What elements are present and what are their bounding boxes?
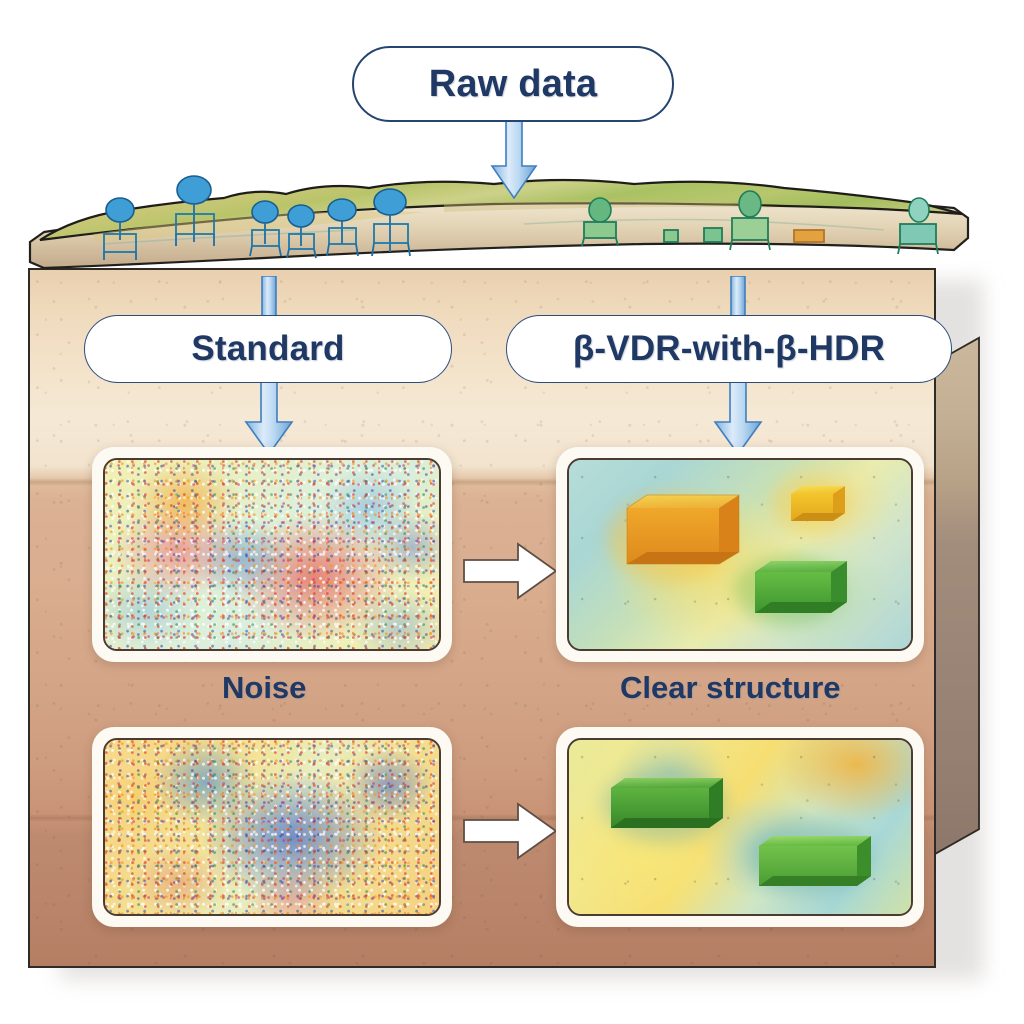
noise-grain-bottom bbox=[105, 740, 439, 914]
method-label: β-VDR-with-β-HDR bbox=[572, 329, 886, 368]
orange-body bbox=[626, 494, 740, 565]
green-body-upper-left bbox=[611, 778, 723, 828]
seismic-survey-terrain bbox=[28, 175, 970, 270]
green-body bbox=[755, 561, 847, 613]
standard-result-top-image bbox=[103, 458, 441, 651]
survey-to-standard-arrow bbox=[244, 382, 294, 456]
sensor-rig-green-4 bbox=[663, 227, 825, 243]
transform-arrow-bottom bbox=[463, 802, 558, 860]
strata-boundary-lower bbox=[30, 814, 934, 822]
method-top-bodies bbox=[607, 477, 851, 624]
standard-result-top-panel[interactable] bbox=[92, 447, 452, 662]
survey-to-standard-connector bbox=[261, 276, 277, 324]
sensor-group-blue bbox=[103, 175, 411, 260]
method-result-top-image bbox=[567, 458, 913, 651]
sensor-rig-blue-4 bbox=[286, 204, 317, 259]
standard-pill[interactable]: Standard bbox=[84, 315, 452, 383]
clear-structure-caption: Clear structure bbox=[620, 670, 841, 705]
strata-boundary-upper bbox=[30, 478, 934, 486]
transform-arrow-top bbox=[463, 542, 558, 600]
sensor-rig-blue-2 bbox=[175, 175, 215, 246]
green-body-lower-right bbox=[759, 836, 871, 886]
sensor-rig-blue-1 bbox=[103, 197, 137, 260]
survey-to-method-arrow bbox=[713, 382, 763, 456]
sensor-rig-green-1 bbox=[581, 197, 619, 247]
method-result-bottom-image bbox=[567, 738, 913, 916]
method-result-top-panel[interactable] bbox=[556, 447, 924, 662]
terrain-survey-line-2 bbox=[103, 229, 355, 245]
yellow-body bbox=[791, 486, 845, 521]
sensor-rig-blue-3 bbox=[249, 200, 282, 257]
terrain-grass-surface bbox=[39, 178, 963, 242]
sensor-rig-blue-6 bbox=[371, 188, 411, 257]
noise-grain-top bbox=[105, 460, 439, 649]
terrain-survey-line bbox=[523, 218, 885, 231]
sensor-rig-green-3 bbox=[897, 197, 939, 255]
method-pill[interactable]: β-VDR-with-β-HDR bbox=[506, 315, 952, 383]
sensor-rig-green-2 bbox=[729, 190, 771, 251]
method-bottom-bodies bbox=[603, 766, 871, 896]
sensor-rig-blue-5 bbox=[326, 198, 359, 257]
terrain-patch-2 bbox=[444, 199, 784, 212]
standard-result-bottom-image bbox=[103, 738, 441, 916]
method-result-bottom-panel[interactable] bbox=[556, 727, 924, 927]
raw-to-survey-arrow bbox=[490, 118, 538, 200]
survey-to-method-connector bbox=[730, 276, 746, 324]
raw-data-label: Raw data bbox=[428, 62, 598, 105]
standard-label: Standard bbox=[191, 329, 345, 368]
sensor-group-green bbox=[581, 190, 939, 255]
noise-caption: Noise bbox=[222, 670, 307, 705]
standard-result-bottom-panel[interactable] bbox=[92, 727, 452, 927]
raw-data-pill[interactable]: Raw data bbox=[352, 46, 674, 122]
